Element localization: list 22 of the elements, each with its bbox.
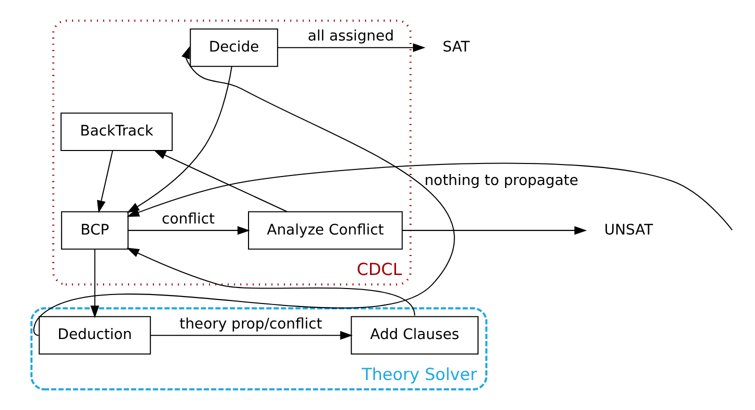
arrow — [96, 150, 113, 214]
node-box: Add Clauses — [350, 316, 478, 355]
node-box: Analyze Conflict — [248, 211, 402, 250]
edge-label: theory prop/conflict — [179, 316, 322, 332]
node-text: UNSAT — [604, 222, 652, 238]
node-box: Decide — [189, 28, 278, 67]
arrow — [126, 248, 415, 316]
edge-label: all assigned — [307, 28, 394, 45]
node-box: BCP — [60, 211, 128, 250]
node-box: Deduction — [38, 316, 150, 355]
arrow — [90, 249, 99, 318]
arrow — [277, 43, 425, 52]
arrow — [152, 150, 287, 212]
arrow — [402, 226, 586, 235]
node-box: BackTrack — [60, 112, 172, 151]
arrow — [126, 162, 732, 230]
arrow — [126, 66, 232, 217]
edge-label: nothing to propagate — [424, 172, 578, 189]
arrow — [128, 226, 250, 235]
arrow — [150, 330, 352, 340]
node-text: SAT — [442, 40, 470, 56]
edge-label: conflict — [161, 211, 214, 228]
